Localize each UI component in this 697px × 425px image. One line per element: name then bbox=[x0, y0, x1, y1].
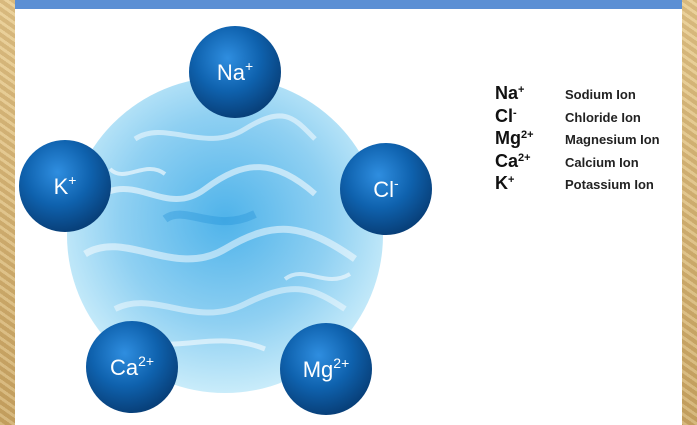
ion-legend: Na+ Sodium Ion Cl- Chloride Ion Mg2+ Mag… bbox=[495, 83, 660, 196]
legend-symbol: K+ bbox=[495, 173, 515, 193]
ion-mg-charge: 2+ bbox=[333, 355, 349, 371]
legend-symbol: Cl- bbox=[495, 105, 517, 126]
ion-k-charge: + bbox=[68, 172, 76, 188]
legend-name: Calcium Ion bbox=[565, 154, 639, 170]
ion-ca-symbol: Ca bbox=[110, 355, 139, 380]
ion-mg: Mg2+ bbox=[280, 323, 372, 415]
legend-row-calcium: Ca2+ Calcium Ion bbox=[495, 151, 660, 173]
svg-text:Ca2+: Ca2+ bbox=[110, 353, 154, 380]
svg-text:K+: K+ bbox=[54, 172, 77, 199]
legend-name: Chloride Ion bbox=[565, 109, 641, 125]
ion-cl-charge: - bbox=[394, 175, 399, 191]
ion-k-symbol: K bbox=[54, 174, 69, 199]
ion-na-symbol: Na bbox=[217, 60, 246, 85]
legend-name: Magnesium Ion bbox=[565, 132, 660, 147]
legend-symbol: Ca2+ bbox=[495, 150, 531, 171]
svg-text:Na+: Na+ bbox=[217, 58, 253, 85]
legend-symbol: Mg2+ bbox=[495, 128, 534, 148]
diagram-panel: Na+ Cl- Mg2+ Ca2+ K+ Na+ Sodium Ion Cl- … bbox=[15, 9, 682, 425]
legend-name: Potassium Ion bbox=[565, 177, 654, 192]
svg-text:Mg2+: Mg2+ bbox=[303, 355, 350, 382]
ion-diagram: Na+ Cl- Mg2+ Ca2+ K+ bbox=[19, 26, 432, 415]
water-disc bbox=[67, 77, 383, 393]
ion-k: K+ bbox=[19, 140, 111, 232]
legend-name: Sodium Ion bbox=[565, 87, 636, 102]
svg-text:Cl-: Cl- bbox=[373, 175, 399, 202]
ion-ca-charge: 2+ bbox=[138, 353, 154, 369]
ion-cl: Cl- bbox=[340, 143, 432, 235]
legend-symbol: Na+ bbox=[495, 83, 525, 103]
ion-na-charge: + bbox=[245, 58, 253, 74]
legend-row-magnesium: Mg2+ Magnesium Ion bbox=[495, 128, 660, 150]
ion-na: Na+ bbox=[189, 26, 281, 118]
ion-ca: Ca2+ bbox=[86, 321, 178, 413]
ion-mg-symbol: Mg bbox=[303, 357, 334, 382]
legend-row-sodium: Na+ Sodium Ion bbox=[495, 83, 660, 105]
legend-row-chloride: Cl- Chloride Ion bbox=[495, 106, 660, 128]
legend-row-potassium: K+ Potassium Ion bbox=[495, 173, 660, 195]
top-bar bbox=[15, 0, 682, 9]
ion-cl-symbol: Cl bbox=[373, 177, 394, 202]
